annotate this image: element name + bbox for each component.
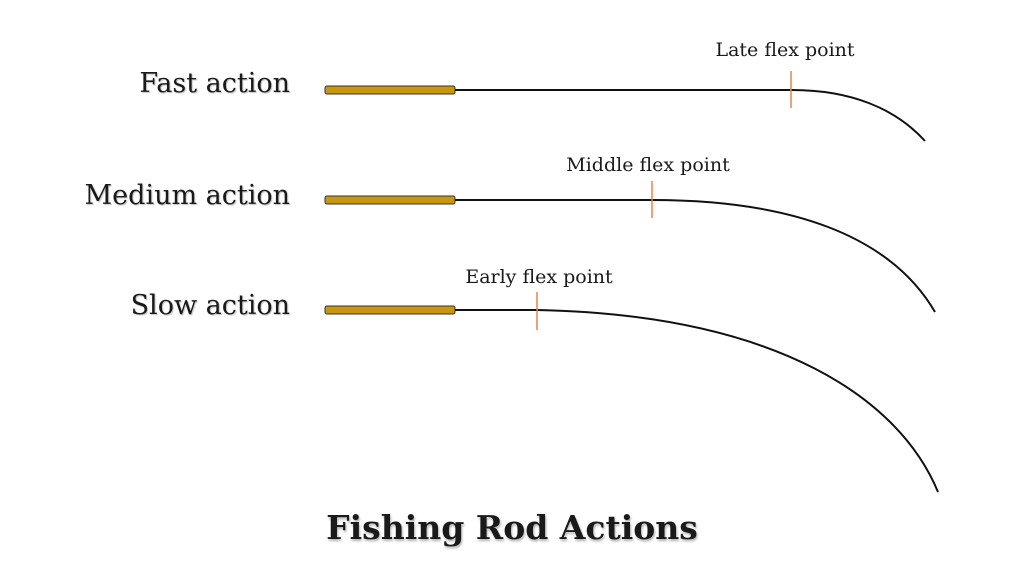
action-label-slow: Slow action — [130, 290, 290, 321]
rod-slow — [324, 292, 939, 493]
flex-label-middle: Middle flex point — [566, 154, 730, 176]
rod-blank-slow — [455, 309, 939, 493]
rod-handle-slow — [324, 305, 456, 315]
rod-handle-fast — [324, 85, 456, 95]
flex-label-early: Early flex point — [465, 266, 613, 288]
rod-blank-medium — [455, 199, 936, 313]
rod-medium — [324, 181, 936, 313]
action-label-medium: Medium action — [84, 180, 290, 211]
rod-blank-fast — [455, 89, 926, 142]
rod-fast — [324, 71, 926, 142]
rod-handle-medium — [324, 195, 456, 205]
flex-label-late: Late flex point — [715, 39, 855, 61]
action-label-fast: Fast action — [139, 68, 290, 99]
diagram-title: Fishing Rod Actions — [326, 508, 698, 547]
